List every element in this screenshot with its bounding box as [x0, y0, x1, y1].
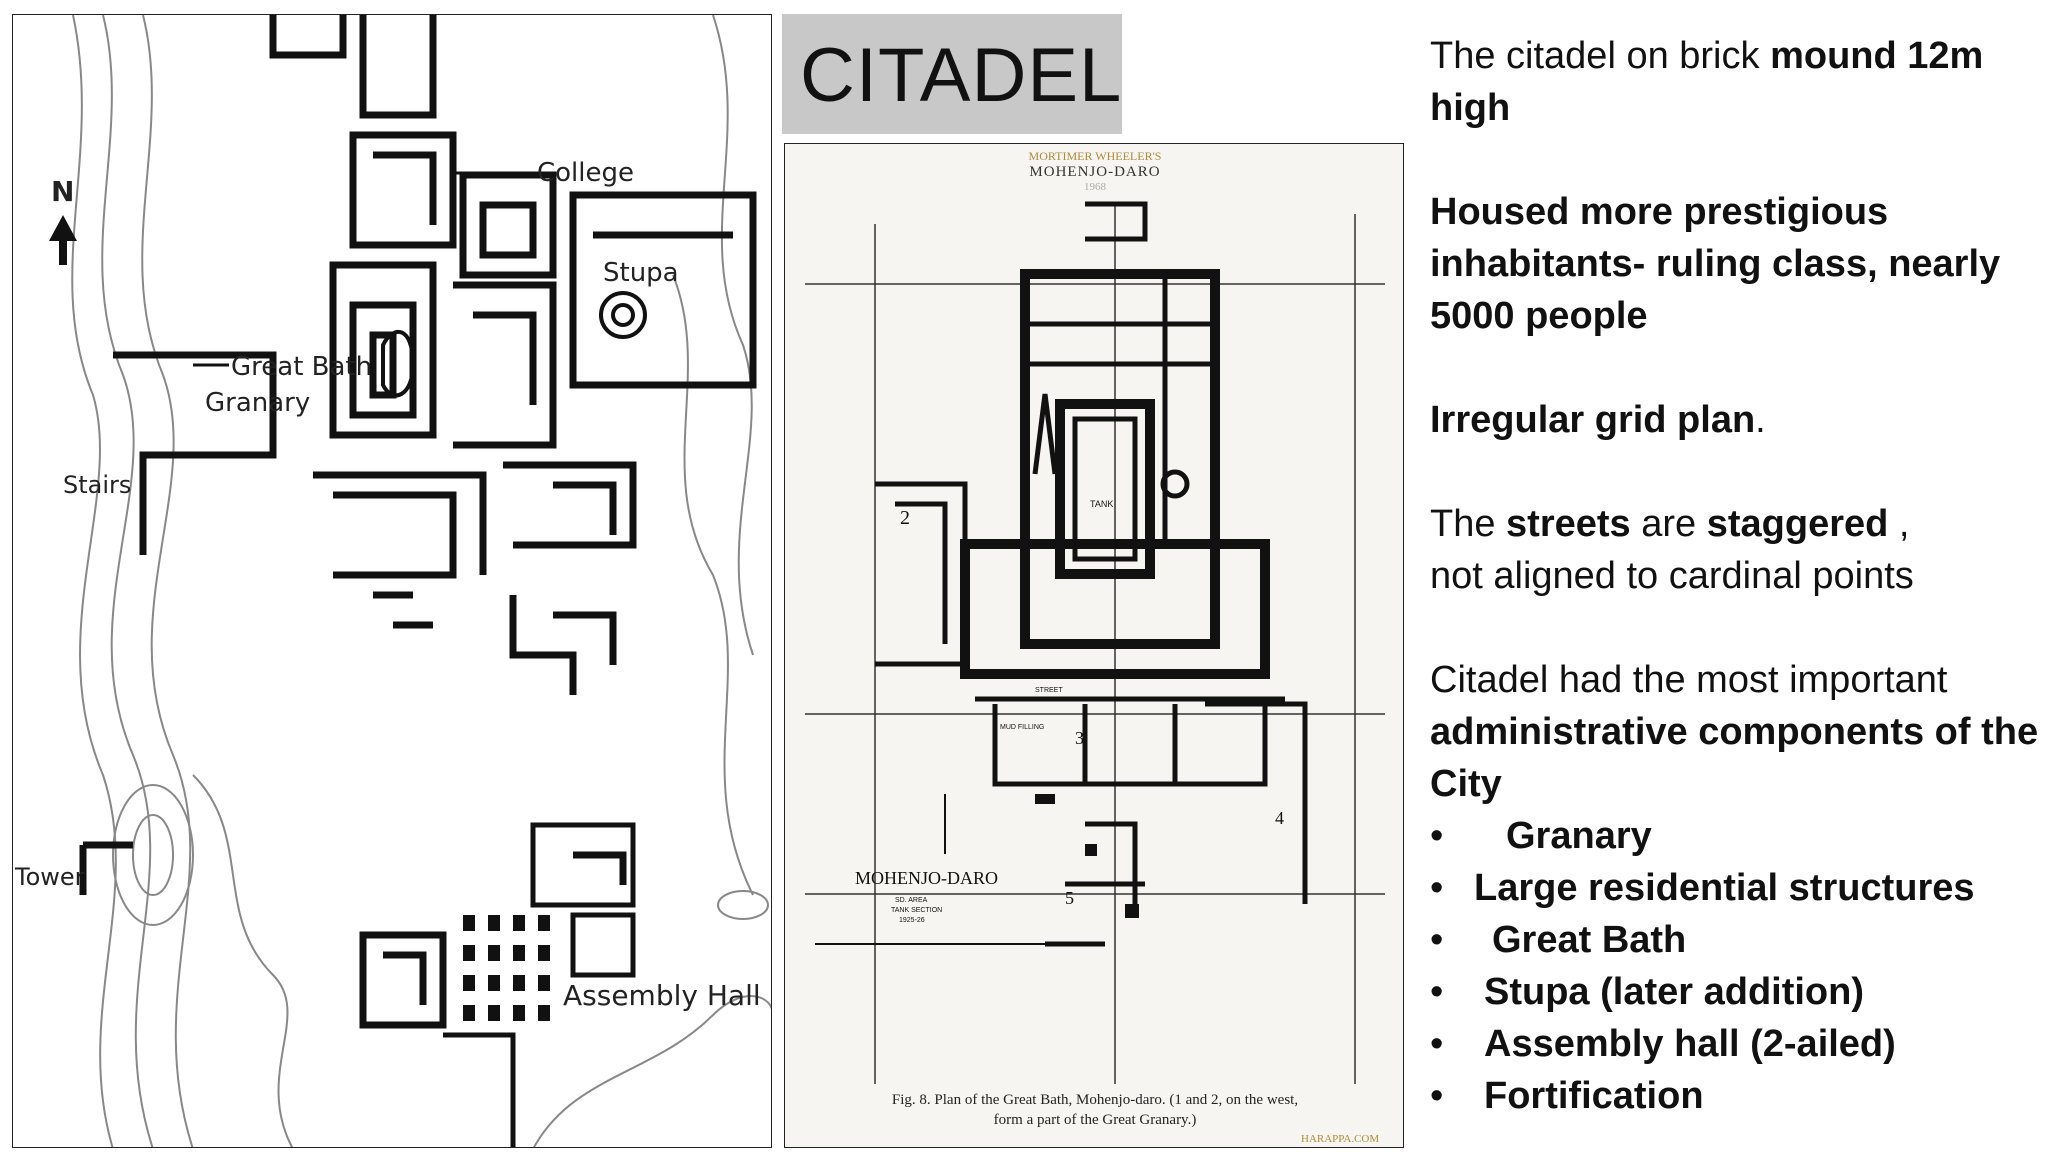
p1-text: The citadel on brick [1430, 35, 1771, 77]
p4-c: are [1630, 503, 1707, 545]
bullet-icon: • [1430, 971, 1444, 1013]
bullet-icon: • [1430, 867, 1444, 909]
plan-drawing: MORTIMER WHEELER'S MOHENJO-DARO 1968 [805, 149, 1385, 1145]
stupa-label: Stupa [603, 258, 679, 288]
north-label: N [51, 175, 74, 208]
bullet-icon: • [1430, 1023, 1444, 1065]
paragraph-grid: Irregular grid plan. [1430, 394, 2040, 446]
bullet-icon: • [1430, 815, 1444, 857]
citadel-site-map: N College Stupa Great Bath Granary Stair… [12, 14, 772, 1148]
bullet-icon: • [1430, 1075, 1444, 1117]
north-arrow-icon [49, 215, 77, 265]
p3-text: . [1755, 399, 1766, 441]
p3-bold: Irregular grid plan [1430, 399, 1756, 441]
title-box: CITADEL [782, 14, 1122, 134]
p4-e: , [1888, 503, 1910, 545]
paragraph-streets: The streets are staggered , not aligned … [1430, 498, 2040, 602]
p1-bold: mound 12m high [1430, 35, 1984, 129]
p4-f: not aligned to cardinal points [1430, 555, 1914, 597]
item-assembly-hall: Assembly hall (2-ailed) [1484, 1023, 1896, 1065]
p2-bold: Housed more prestigious inhabitants- rul… [1430, 191, 2001, 337]
component-list: • Granary • Large residential structures •… [1430, 810, 2040, 1122]
stairs-label: Stairs [63, 471, 131, 499]
paragraph-mound: The citadel on brick mound 12m high [1430, 30, 2040, 134]
tank-label: TANK [1090, 499, 1113, 509]
plan-header-line2: MOHENJO-DARO [1029, 164, 1160, 180]
item-granary: Granary [1506, 815, 1652, 857]
p4-staggered: staggered [1706, 503, 1889, 545]
plan-number-5: 5 [1065, 888, 1074, 908]
item-stupa: Stupa (later addition) [1484, 971, 1864, 1013]
list-item: • Great Bath [1430, 914, 2040, 966]
paragraph-components: Citadel had the most important administr… [1430, 654, 2040, 1122]
college-label: College [537, 158, 634, 188]
plan-site-sub1: SD. AREA [895, 897, 928, 904]
granary-label: Granary [205, 388, 310, 418]
list-item: • Fortification [1430, 1070, 2040, 1122]
plan-number-4: 4 [1275, 808, 1284, 828]
p4-a: The [1430, 503, 1507, 545]
plan-site-sub2: TANK SECTION [891, 907, 942, 914]
great-bath-label: Great Bath [231, 352, 372, 382]
plan-caption-line1: Fig. 8. Plan of the Great Bath, Mohenjo-… [892, 1092, 1298, 1108]
site-map-drawing: N College Stupa Great Bath Granary Stair… [14, 15, 771, 1147]
list-item: • Granary [1430, 810, 2040, 862]
item-residential: Large residential structures [1474, 867, 1975, 909]
mud-filling-label: MUD FILLING [1000, 724, 1044, 731]
p5-a: Citadel had the most important [1430, 659, 1948, 701]
paragraph-inhabitants: Housed more prestigious inhabitants- rul… [1430, 186, 2040, 342]
p4-streets: streets [1506, 503, 1631, 545]
slide-title: CITADEL [800, 33, 1123, 118]
plan-header-line1: MORTIMER WHEELER'S [1029, 149, 1162, 163]
bullet-icon: • [1430, 919, 1444, 961]
plan-caption-line2: form a part of the Great Granary.) [994, 1112, 1197, 1128]
plan-site-sub3: 1925-26 [899, 917, 925, 924]
list-item: • Assembly hall (2-ailed) [1430, 1018, 2040, 1070]
slide-text: The citadel on brick mound 12m high Hous… [1430, 30, 2040, 1122]
plan-number-2: 2 [900, 507, 910, 529]
plan-number-3: 3 [1075, 728, 1084, 748]
item-fortification: Fortification [1484, 1075, 1704, 1117]
list-item: • Large residential structures [1430, 862, 2040, 914]
tower-label: Tower [14, 863, 85, 891]
plan-header-year: 1968 [1084, 181, 1107, 193]
plan-site-name: MOHENJO-DARO [855, 868, 998, 888]
great-bath-plan: MORTIMER WHEELER'S MOHENJO-DARO 1968 [784, 143, 1404, 1148]
assembly-hall-label: Assembly Hall [563, 979, 761, 1012]
list-item: • Stupa (later addition) [1430, 966, 2040, 1018]
item-great-bath: Great Bath [1492, 919, 1687, 961]
street-label: STREET [1035, 687, 1063, 694]
plan-watermark: HARAPPA.COM [1301, 1133, 1379, 1145]
p5-bold: administrative components of the City [1430, 711, 2039, 805]
